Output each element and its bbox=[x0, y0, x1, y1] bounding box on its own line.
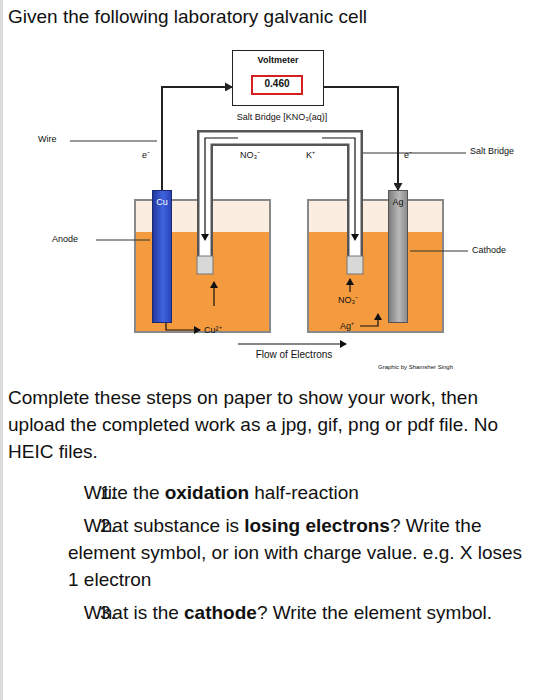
wire-connector bbox=[162, 87, 232, 190]
copper-electrode-text: Cu bbox=[153, 197, 171, 207]
question-text: oxidation bbox=[165, 482, 249, 503]
ion-label: Cu²⁺ bbox=[204, 323, 222, 336]
salt-bridge-tube bbox=[205, 138, 355, 272]
callout-label: Wire bbox=[38, 134, 57, 144]
callout-label: Cathode bbox=[472, 245, 506, 255]
question-text: half-reaction bbox=[254, 482, 359, 503]
flow-label: Flow of Electrons bbox=[254, 349, 335, 360]
voltmeter-box-text: Voltmeter bbox=[233, 55, 323, 65]
ion-arrow bbox=[322, 138, 355, 240]
page-title: Given the following laboratory galvanic … bbox=[8, 6, 367, 28]
edge-stripe bbox=[0, 0, 3, 700]
question-text: losing electrons bbox=[244, 515, 390, 536]
callout-label: Anode bbox=[52, 234, 78, 244]
ion-label: NO₃⁻ bbox=[240, 148, 260, 161]
voltmeter-display-text: 0.460 bbox=[253, 77, 301, 91]
ion-label: NO₃⁻ bbox=[338, 293, 358, 306]
electron-label: e⁻ bbox=[142, 148, 150, 161]
bridge-plug bbox=[347, 256, 363, 274]
list-item: 2.What substance islosing electrons? Wri… bbox=[8, 512, 534, 593]
voltmeter-box: Voltmeter 0.460 bbox=[232, 50, 324, 106]
wire-connector bbox=[324, 87, 398, 190]
question-text: Write the bbox=[84, 482, 160, 503]
leader-line bbox=[410, 251, 468, 252]
bridge-plug bbox=[197, 256, 213, 274]
electron-label: e⁻ bbox=[404, 148, 412, 161]
ion-arrow bbox=[349, 279, 350, 292]
ion-arrow bbox=[360, 314, 378, 326]
credit-watermark: Graphic by Shamsher Singh bbox=[378, 364, 453, 370]
silver-electrode-text: Ag bbox=[389, 197, 407, 207]
copper-electrode: Cu bbox=[152, 190, 172, 323]
instruction-text: Complete these steps on paper to show yo… bbox=[8, 384, 534, 465]
salt-bridge-inner bbox=[205, 138, 355, 272]
leader-line bbox=[96, 240, 150, 241]
callout-label: Salt Bridge bbox=[470, 146, 514, 156]
salt-bridge-label: Salt Bridge [KNO₃(aq)] bbox=[235, 112, 330, 122]
right-beaker bbox=[308, 200, 443, 332]
leader-line bbox=[363, 153, 466, 154]
silver-electrode: Ag bbox=[388, 190, 408, 323]
question-text: ? Write the element symbol. bbox=[257, 602, 492, 623]
list-item: 1.Write theoxidationhalf-reaction bbox=[8, 479, 534, 506]
leader-line bbox=[70, 141, 157, 142]
flow-arrow bbox=[238, 343, 346, 344]
ion-arrow bbox=[205, 138, 238, 240]
instructions: Complete these steps on paper to show yo… bbox=[8, 384, 534, 626]
list-item: 3.What is thecathode? Write the element … bbox=[8, 599, 534, 626]
question-text: What substance is bbox=[84, 515, 239, 536]
ion-label: Ag⁺ bbox=[340, 319, 354, 332]
ion-arrow bbox=[213, 282, 214, 306]
voltmeter-display: 0.460 bbox=[251, 75, 303, 95]
question-text: What is the bbox=[84, 602, 179, 623]
ion-label: K⁺ bbox=[306, 148, 315, 161]
ion-arrow bbox=[166, 323, 200, 330]
question-text: cathode bbox=[184, 602, 257, 623]
